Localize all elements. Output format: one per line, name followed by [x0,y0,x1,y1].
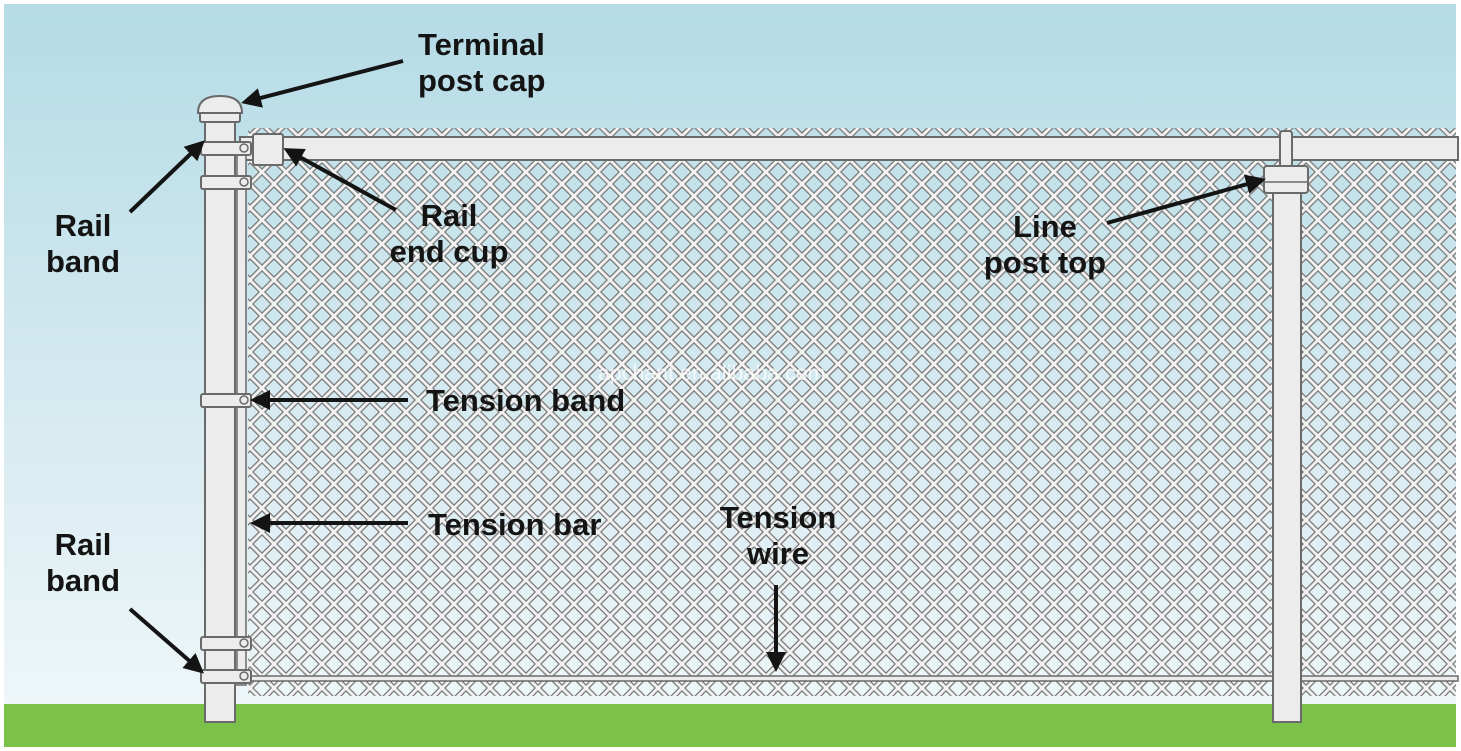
label-line: band [45,563,121,598]
label-rail-band-top: Rail band [36,208,130,280]
rail-end-cup [252,133,284,166]
label-line: band [45,244,121,279]
arrow-line-post-top [1106,174,1266,225]
watermark: apchant.en.alibaba.com [598,362,826,385]
label-line: Tension [719,500,837,535]
label-line: Rail [54,208,112,243]
label-rail-end-cup: Rail end cup [370,198,528,270]
label-line: Tension band [426,383,626,418]
label-line: Rail [420,198,478,233]
label-terminal-post-cap: Terminal post cap [418,27,545,99]
grass-strip [4,704,1456,747]
line-post-top [1263,165,1309,194]
terminal-post [204,117,236,723]
label-line: Line [1013,209,1077,244]
line-post-top-loop [1279,130,1293,168]
label-line-post-top: Line post top [970,209,1120,281]
label-tension-bar: Tension bar [428,507,601,543]
tension-bar [236,149,247,686]
label-line: end cup [389,234,509,269]
label-line: post cap [418,63,546,98]
line-post [1272,189,1302,723]
label-rail-band-bottom: Rail band [36,527,130,599]
label-tension-band: Tension band [426,383,625,419]
arrow-terminal-post-cap [241,59,404,108]
label-line: wire [746,536,810,571]
chain-link-mesh [248,158,1456,696]
label-tension-wire: Tension wire [706,500,850,572]
label-line: Rail [54,527,112,562]
rail-band-bottom-1 [200,636,252,651]
rail-band-bottom-2 [200,669,252,684]
terminal-post-cap-dome [196,94,244,114]
arrow-rail-band-bottom [128,607,205,674]
label-line: Terminal [418,27,545,62]
rail-band-top-2 [200,175,252,190]
top-rail [239,136,1459,161]
label-line: post top [983,245,1107,280]
arrow-rail-end-cup [283,148,397,212]
label-line: Tension bar [428,507,602,542]
arrow-rail-band-top [128,140,205,214]
